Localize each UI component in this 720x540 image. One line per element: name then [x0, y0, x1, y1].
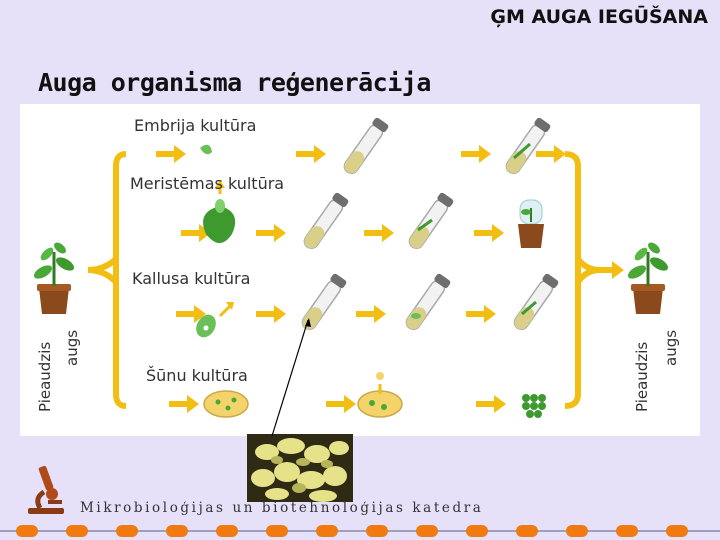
callus-photo: [247, 434, 353, 502]
slide-title: Auga organisma reģenerācija: [38, 68, 431, 97]
row-label-embryo: Embrija kultūra: [134, 116, 257, 135]
row-label-meristem: Meristēmas kultūra: [130, 174, 285, 193]
footer-decoration: [0, 525, 720, 537]
left-plant-label-line2: augs: [63, 329, 81, 366]
row-label-cells: Šūnu kultūra: [146, 366, 248, 385]
header-title: ĢM AUGA IEGŪŠANA: [490, 6, 708, 28]
left-plant-label-line1: Pieaudzis: [36, 341, 54, 412]
footer-department: Mikrobioloģijas un biotehnoloģijas kated…: [80, 500, 484, 516]
microscope-logo: [22, 462, 72, 520]
right-plant-label-line1: Pieaudzis: [633, 341, 651, 412]
right-plant-label-line2: augs: [662, 329, 680, 366]
diagram-graphics: [30, 115, 672, 418]
regeneration-diagram: Embrija kultūra Meristēmas kultūra Kallu…: [20, 104, 700, 436]
row-label-callus: Kallusa kultūra: [132, 269, 251, 288]
